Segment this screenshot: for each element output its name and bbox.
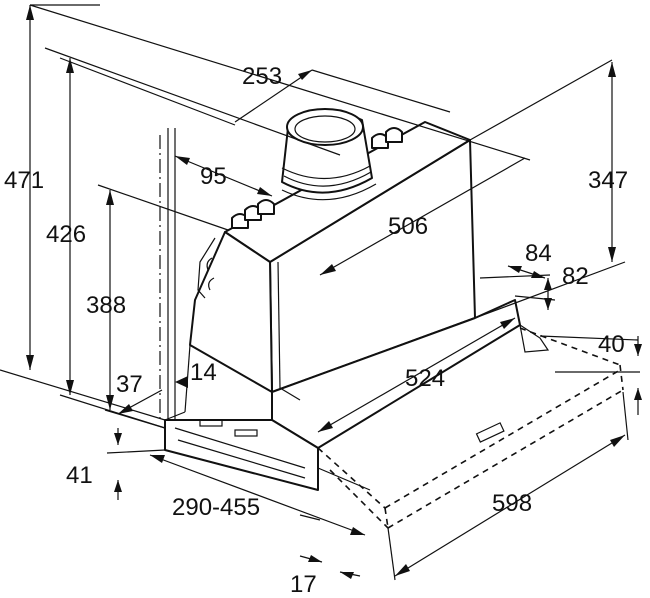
dim-95: 95 (200, 163, 227, 190)
dim-506: 506 (388, 213, 428, 240)
dimension-labels: 471 426 388 253 95 506 347 84 82 40 524 … (4, 63, 628, 598)
extension-lines (0, 4, 640, 581)
baseplate (164, 419, 319, 491)
dim-290-455: 290-455 (172, 494, 260, 521)
dim-598: 598 (492, 490, 532, 517)
dimension-lines (26, 5, 642, 579)
dim-471: 471 (4, 167, 44, 194)
dim-253: 253 (242, 63, 282, 90)
dim-84: 84 (525, 240, 552, 267)
dim-37: 37 (116, 371, 143, 398)
dim-82: 82 (562, 263, 589, 290)
hood-body (164, 108, 521, 491)
dim-40: 40 (598, 331, 625, 358)
housing-left-side (189, 231, 273, 393)
dim-388: 388 (86, 292, 126, 319)
dim-426: 426 (46, 221, 86, 248)
dim-347: 347 (588, 167, 628, 194)
dim-14: 14 (190, 359, 217, 386)
dim-41: 41 (66, 462, 93, 489)
dim-524: 524 (405, 365, 445, 392)
dim-17: 17 (290, 571, 317, 598)
extended-visor (317, 323, 624, 529)
